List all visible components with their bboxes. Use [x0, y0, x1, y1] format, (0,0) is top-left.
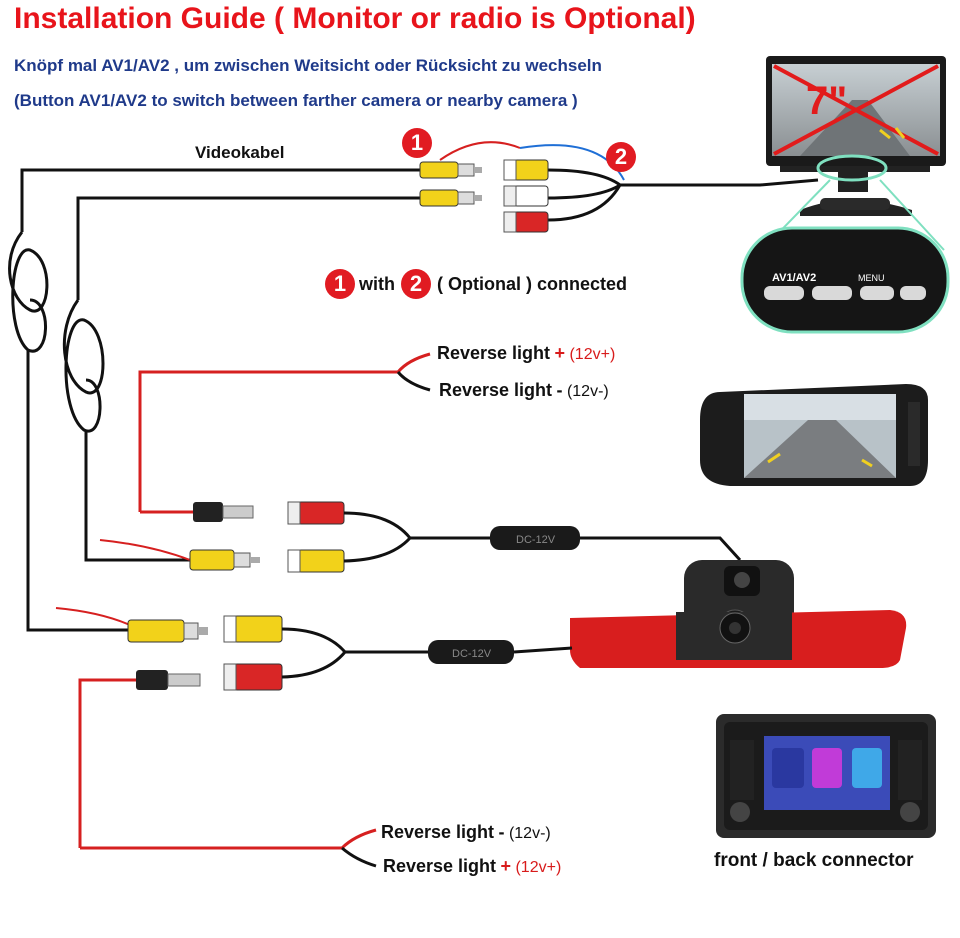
- reverse-light-label: Reverse light: [383, 856, 497, 876]
- mirror-monitor: [700, 384, 928, 486]
- voltage-label: (12v+): [515, 859, 562, 876]
- av-button-label: AV1/AV2: [772, 272, 816, 284]
- monitor-size-label: 7": [806, 79, 847, 123]
- reverse-light-upper-negative: Reverse light - (12v-): [439, 380, 609, 401]
- reverse-light-label: Reverse light: [381, 822, 495, 842]
- reverse-light-label: Reverse light: [439, 380, 553, 400]
- lower-wiring: DC-12V: [55, 607, 573, 868]
- reverse-light-lower-positive: Reverse light + (12v+): [383, 856, 561, 877]
- button-magnifier: AV1/AV2 MENU: [740, 179, 950, 334]
- page-title: Installation Guide ( Monitor or radio is…: [14, 2, 696, 35]
- polarity-sign: -: [556, 380, 563, 400]
- reverse-light-upper-positive: Reverse light + (12v+): [437, 343, 615, 364]
- coiled-cable-1: [8, 231, 128, 632]
- dc-box-label-lower: DC-12V: [452, 648, 492, 660]
- top-wiring: [20, 141, 819, 300]
- menu-button-label: MENU: [858, 273, 885, 283]
- dash-monitor: 7": [766, 56, 946, 216]
- polarity-sign: +: [500, 856, 512, 876]
- note-with: with: [359, 274, 395, 294]
- coiled-cable-2: [62, 299, 190, 562]
- front-back-connector-label: front / back connector: [714, 850, 914, 871]
- subtitle-english: (Button AV1/AV2 to switch between farthe…: [14, 91, 578, 110]
- dc-box-label-upper: DC-12V: [516, 534, 556, 546]
- note-badge-1: 1: [325, 269, 355, 299]
- upper-power-wiring: DC-12V: [99, 352, 742, 573]
- reverse-light-label: Reverse light: [437, 343, 551, 363]
- note-connected: ( Optional ) connected: [437, 274, 628, 294]
- badge-2: 2: [606, 142, 636, 172]
- voltage-label: (12v-): [566, 383, 609, 400]
- videokabel-label: Videokabel: [195, 143, 285, 162]
- note-badge-2: 2: [401, 269, 431, 299]
- polarity-sign: +: [554, 343, 566, 363]
- voltage-label: (12v-): [508, 825, 551, 842]
- reverse-light-lower-negative: Reverse light - (12v-): [381, 822, 551, 843]
- voltage-label: (12v+): [569, 346, 616, 363]
- badge-1: 1: [402, 128, 432, 158]
- subtitle-german: Knöpf mal AV1/AV2 , um zwischen Weitsich…: [14, 56, 602, 75]
- polarity-sign: -: [498, 822, 505, 842]
- car-radio: [716, 714, 936, 838]
- brake-light-camera: [570, 560, 907, 668]
